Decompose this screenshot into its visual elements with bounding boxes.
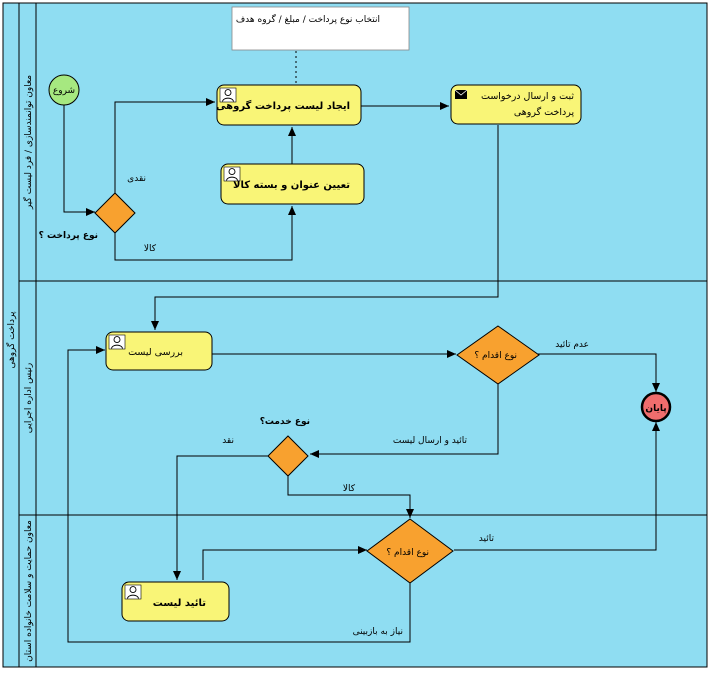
label-needs-review: نیاز به بازبینی xyxy=(353,627,403,637)
flow-labels: نقدی کالا عدم تائید تائید و ارسال لیست ن… xyxy=(127,174,589,637)
flow-reject xyxy=(538,353,660,392)
gateway-action-2-label: نوع اقدام ؟ xyxy=(386,548,429,558)
gateway-service-type: نوع خدمت؟ xyxy=(260,417,310,477)
task-define-title: تعیین عنوان و بسته کالا xyxy=(220,163,365,205)
start-event: شروع xyxy=(48,74,80,106)
task-create-list-text: ایجاد لیست پرداخت گروهی xyxy=(216,99,350,112)
label-approve: تائید xyxy=(479,534,495,544)
task-create-list: ایجاد لیست پرداخت گروهی xyxy=(216,84,362,126)
sequence-flows xyxy=(63,98,660,643)
flow-register-to-review xyxy=(151,125,499,330)
start-label: شروع xyxy=(53,86,75,96)
task-review-list-text: بررسی لیست xyxy=(128,347,183,358)
task-register-text-1: ثبت و ارسال درخواست xyxy=(481,91,574,102)
lane-label-1: معاون توانمندسازی / فرد لیست گیر xyxy=(22,75,34,210)
task-approve-list: تائید لیست xyxy=(121,581,230,622)
flow-needs-review xyxy=(67,346,411,643)
gateway-payment-type-label: نوع پرداخت ؟ xyxy=(39,231,98,241)
gateway-action-1: نوع اقدام ؟ xyxy=(456,325,540,385)
lane-label-3: معاون حمایت و سلامت خانواده استان xyxy=(24,520,34,662)
gateway-action-2: نوع اقدام ؟ xyxy=(366,518,454,584)
task-approve-list-text: تائید لیست xyxy=(153,598,206,609)
task-register-text-2: پرداخت گروهی xyxy=(514,106,575,118)
gateway-payment-type: نوع پرداخت ؟ xyxy=(39,192,136,241)
annotation-text: انتخاب نوع پرداخت / مبلغ / گروه هدف xyxy=(236,13,380,25)
label-goods2: کالا xyxy=(343,484,356,494)
gateway-service-type-label: نوع خدمت؟ xyxy=(260,417,310,427)
label-approve-send: تائید و ارسال لیست xyxy=(393,436,468,446)
end-label: پایان xyxy=(645,404,666,414)
flow-start-to-gateway xyxy=(63,105,95,216)
task-define-title-text: تعیین عنوان و بسته کالا xyxy=(233,180,350,191)
task-register: ثبت و ارسال درخواست پرداخت گروهی xyxy=(450,84,582,125)
flow-approve-to-action xyxy=(202,546,367,580)
gateway-action-1-label: نوع اقدام ؟ xyxy=(474,351,517,361)
task-review-list: بررسی لیست xyxy=(105,331,213,371)
label-cash2: نقد xyxy=(222,436,234,446)
flow-approve xyxy=(454,422,660,551)
label-cash: نقدی xyxy=(127,174,146,184)
flow-goods xyxy=(114,206,296,261)
flow-goods2 xyxy=(287,475,414,518)
lane-label-2: رئیس اداره اجرایی xyxy=(24,363,34,433)
label-reject: عدم تائید xyxy=(555,340,589,350)
pool-label: پرداخت گروهی xyxy=(5,311,17,369)
flow-cash xyxy=(114,98,215,194)
envelope-icon xyxy=(454,89,468,99)
label-goods: کالا xyxy=(144,244,157,254)
end-event: پایان xyxy=(640,391,672,423)
flow-approve-send xyxy=(310,384,499,458)
annotation: انتخاب نوع پرداخت / مبلغ / گروه هدف xyxy=(231,6,410,84)
flow-cash2 xyxy=(173,455,268,580)
